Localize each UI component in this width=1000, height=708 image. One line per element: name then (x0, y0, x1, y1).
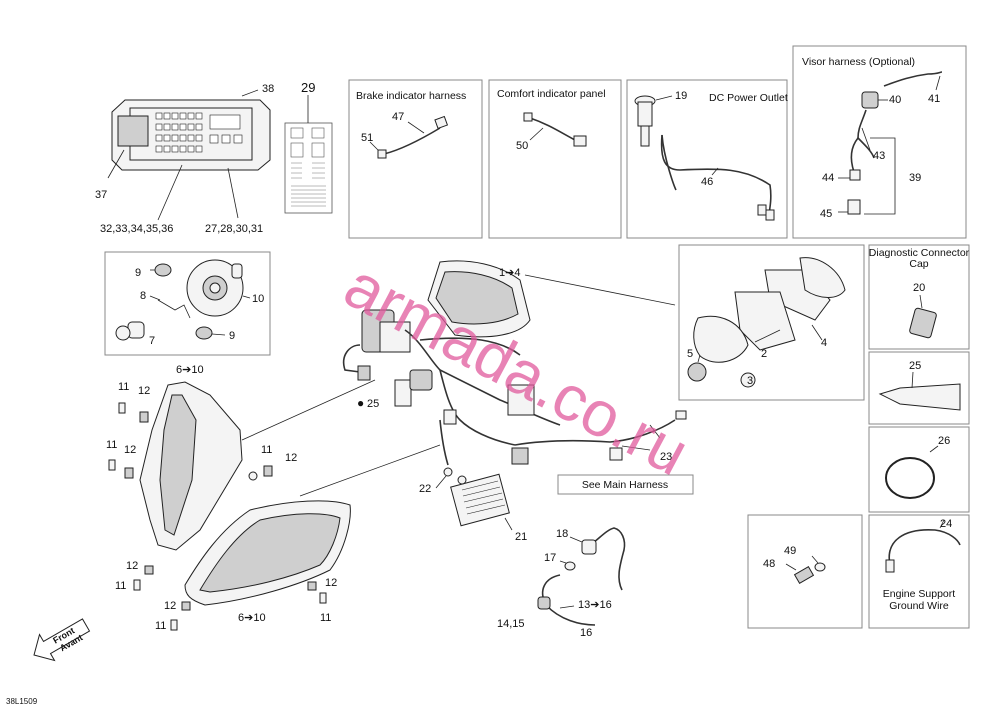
label-25: 25 (367, 398, 379, 410)
label-11f: 11 (320, 612, 331, 624)
brake-harness-drawing (369, 115, 449, 159)
label-3: 3 (747, 375, 753, 387)
ground-wire-title-1: Engine Support (883, 588, 955, 600)
label-32-36: 32,33,34,35,36 (100, 223, 173, 235)
label-20: 20 (913, 282, 925, 294)
comfort-panel-box (488, 79, 622, 239)
label-47: 47 (392, 111, 404, 123)
label-12c: 12 (285, 452, 297, 464)
label-11d: 11 (115, 580, 126, 592)
label-40: 40 (889, 94, 901, 106)
fasteners (108, 402, 327, 631)
label-45: 45 (820, 208, 832, 220)
label-21: 21 (515, 531, 527, 543)
regulator-drawing (435, 467, 513, 531)
strap-box (868, 426, 970, 513)
dc-outlet-title: DC Power Outlet (709, 92, 788, 104)
label-10: 10 (252, 293, 264, 305)
label-9b: 9 (229, 330, 235, 342)
diag-cap-title-1: Diagnostic Connector (869, 247, 970, 259)
headlight-bulb-box (104, 251, 271, 356)
label-12a: 12 (138, 385, 150, 397)
label-12e: 12 (164, 600, 176, 612)
grease-box (868, 351, 970, 425)
drop-icon: ● (357, 396, 364, 410)
label-37: 37 (95, 189, 107, 201)
left-headlight-drawing (139, 379, 376, 551)
label-11c: 11 (261, 444, 272, 456)
label-38: 38 (262, 83, 274, 95)
label-12d: 12 (126, 560, 138, 572)
label-26: 26 (938, 435, 950, 447)
headlight-bulb-drawing (115, 259, 251, 341)
label-17: 17 (544, 552, 556, 564)
diag-cap-drawing (909, 294, 937, 339)
diagram-code: 38L1509 (6, 697, 38, 706)
label-27-31: 27,28,30,31 (205, 223, 263, 235)
fuse-box-drawing (107, 89, 271, 221)
label-11e: 11 (155, 620, 166, 632)
comfort-connector-drawing (523, 112, 587, 147)
label-44: 44 (822, 172, 834, 184)
main-harness-drawing (342, 309, 687, 466)
label-11a: 11 (118, 381, 129, 393)
comfort-panel-title: Comfort indicator panel (497, 88, 606, 100)
label-4: 4 (821, 337, 827, 349)
strap-drawing (885, 445, 939, 499)
ground-wire-drawing (885, 519, 961, 573)
label-6-10b: 6➔10 (238, 612, 266, 624)
label-8: 8 (140, 290, 146, 302)
visor-harness-title: Visor harness (Optional) (802, 56, 915, 68)
front-arrow (33, 618, 91, 662)
label-5: 5 (687, 348, 693, 360)
label-25b: 25 (909, 360, 921, 372)
label-18: 18 (556, 528, 568, 540)
label-13-16: 13➔16 (578, 599, 612, 611)
label-11b: 11 (106, 439, 117, 451)
label-23: 23 (660, 451, 672, 463)
visor-harness-drawing (838, 71, 943, 215)
diag-cap-title-2: Cap (909, 258, 928, 270)
bulb-socket-drawing (785, 555, 826, 585)
brake-harness-box (348, 79, 483, 239)
fuse-label-card (284, 95, 333, 214)
label-50: 50 (516, 140, 528, 152)
label-7: 7 (149, 335, 155, 347)
diag-cap-box (868, 244, 970, 350)
ground-wire-box (868, 514, 970, 629)
label-48: 48 (763, 558, 775, 570)
main-harness-label: See Main Harness (582, 479, 668, 491)
ground-wire-title-2: Ground Wire (889, 600, 949, 612)
cluster-box (678, 244, 865, 401)
label-16: 16 (580, 627, 592, 639)
label-46: 46 (701, 176, 713, 188)
brake-harness-title: Brake indicator harness (356, 90, 466, 102)
label-43: 43 (873, 150, 885, 162)
label-22: 22 (419, 483, 431, 495)
label-41: 41 (928, 93, 940, 105)
tether-cord-drawing (537, 527, 626, 626)
label-6-10a: 6➔10 (176, 364, 204, 376)
grease-tube-drawing (878, 371, 961, 411)
label-29: 29 (301, 80, 315, 95)
label-2: 2 (761, 348, 767, 360)
right-headlight-drawing (184, 444, 441, 606)
visor-harness-box (792, 45, 967, 239)
instrument-cluster-drawing (427, 257, 846, 388)
label-1-4: 1➔4 (499, 267, 520, 279)
label-12f: 12 (325, 577, 337, 589)
label-39: 39 (909, 172, 921, 184)
label-12b: 12 (124, 444, 136, 456)
label-14-15: 14,15 (497, 618, 525, 630)
label-24: 24 (940, 518, 952, 530)
bulb-socket-box (747, 514, 863, 629)
dc-outlet-drawing (634, 95, 775, 221)
dc-outlet-box (626, 79, 788, 239)
label-9a: 9 (135, 267, 141, 279)
label-49: 49 (784, 545, 796, 557)
label-51: 51 (361, 132, 373, 144)
main-harness-box (557, 474, 694, 495)
label-19: 19 (675, 90, 687, 102)
